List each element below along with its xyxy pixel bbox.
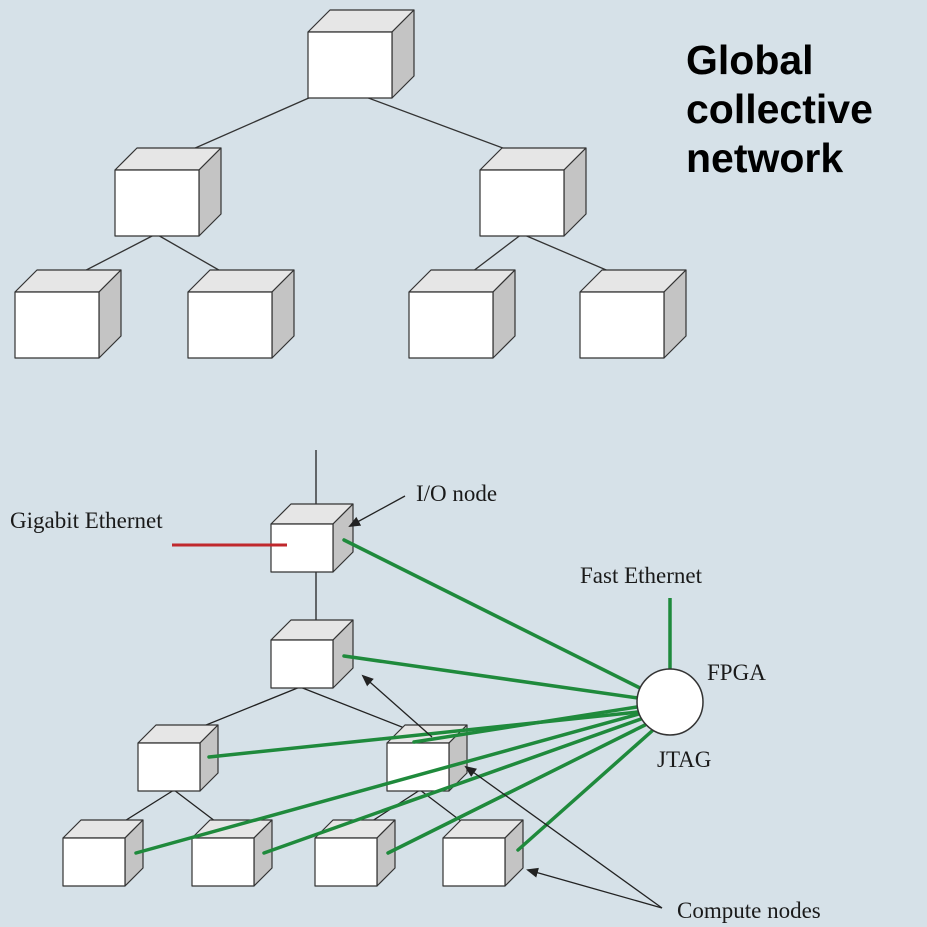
fpga-node	[636, 668, 704, 736]
io-node-box	[270, 503, 354, 573]
gigabit-ethernet-label: Gigabit Ethernet	[10, 508, 163, 533]
io-node-arrow	[348, 495, 406, 527]
tree-node-leaf	[408, 269, 516, 359]
jtag-link	[342, 538, 642, 690]
compute-io-nodes	[62, 503, 524, 887]
tree-node-leaf	[579, 269, 687, 359]
compute-arrow	[361, 674, 433, 738]
jtag-link	[262, 717, 643, 855]
compute-node-box	[137, 724, 219, 792]
fast-ethernet-label: Fast Ethernet	[580, 563, 703, 588]
jtag-link	[386, 723, 647, 855]
compute-node-box	[442, 819, 524, 887]
tree-node-level1	[114, 147, 222, 237]
tree-nodes	[14, 9, 687, 359]
compute-nodes-label: Compute nodes	[677, 898, 821, 923]
compute-node-box	[62, 819, 144, 887]
tree-node-root	[307, 9, 415, 99]
title-line-1: Global	[686, 37, 814, 83]
io-node-label: I/O node	[416, 481, 497, 506]
jtag-links	[134, 538, 654, 855]
compute-arrow	[464, 765, 663, 909]
tree-node-leaf	[187, 269, 295, 359]
title-line-3: network	[686, 135, 844, 181]
fpga-label: FPGA	[707, 660, 766, 685]
diagram-title: Global collective network	[686, 36, 873, 183]
annotation-arrows	[348, 495, 663, 909]
compute-arrow	[526, 867, 663, 909]
jtag-link	[516, 729, 654, 852]
tree-node-level1	[479, 147, 587, 237]
jtag-link	[412, 705, 639, 744]
title-line-2: collective	[686, 86, 873, 132]
tree-node-leaf	[14, 269, 122, 359]
jtag-label: JTAG	[657, 747, 711, 772]
compute-node-box	[314, 819, 396, 887]
collective-tree	[14, 9, 687, 359]
compute-node-box	[270, 619, 354, 689]
control-network: I/O node Gigabit Ethernet Fast Ethernet …	[10, 450, 821, 923]
jtag-link	[134, 712, 641, 855]
compute-node-box	[191, 819, 273, 887]
jtag-link	[342, 654, 640, 700]
